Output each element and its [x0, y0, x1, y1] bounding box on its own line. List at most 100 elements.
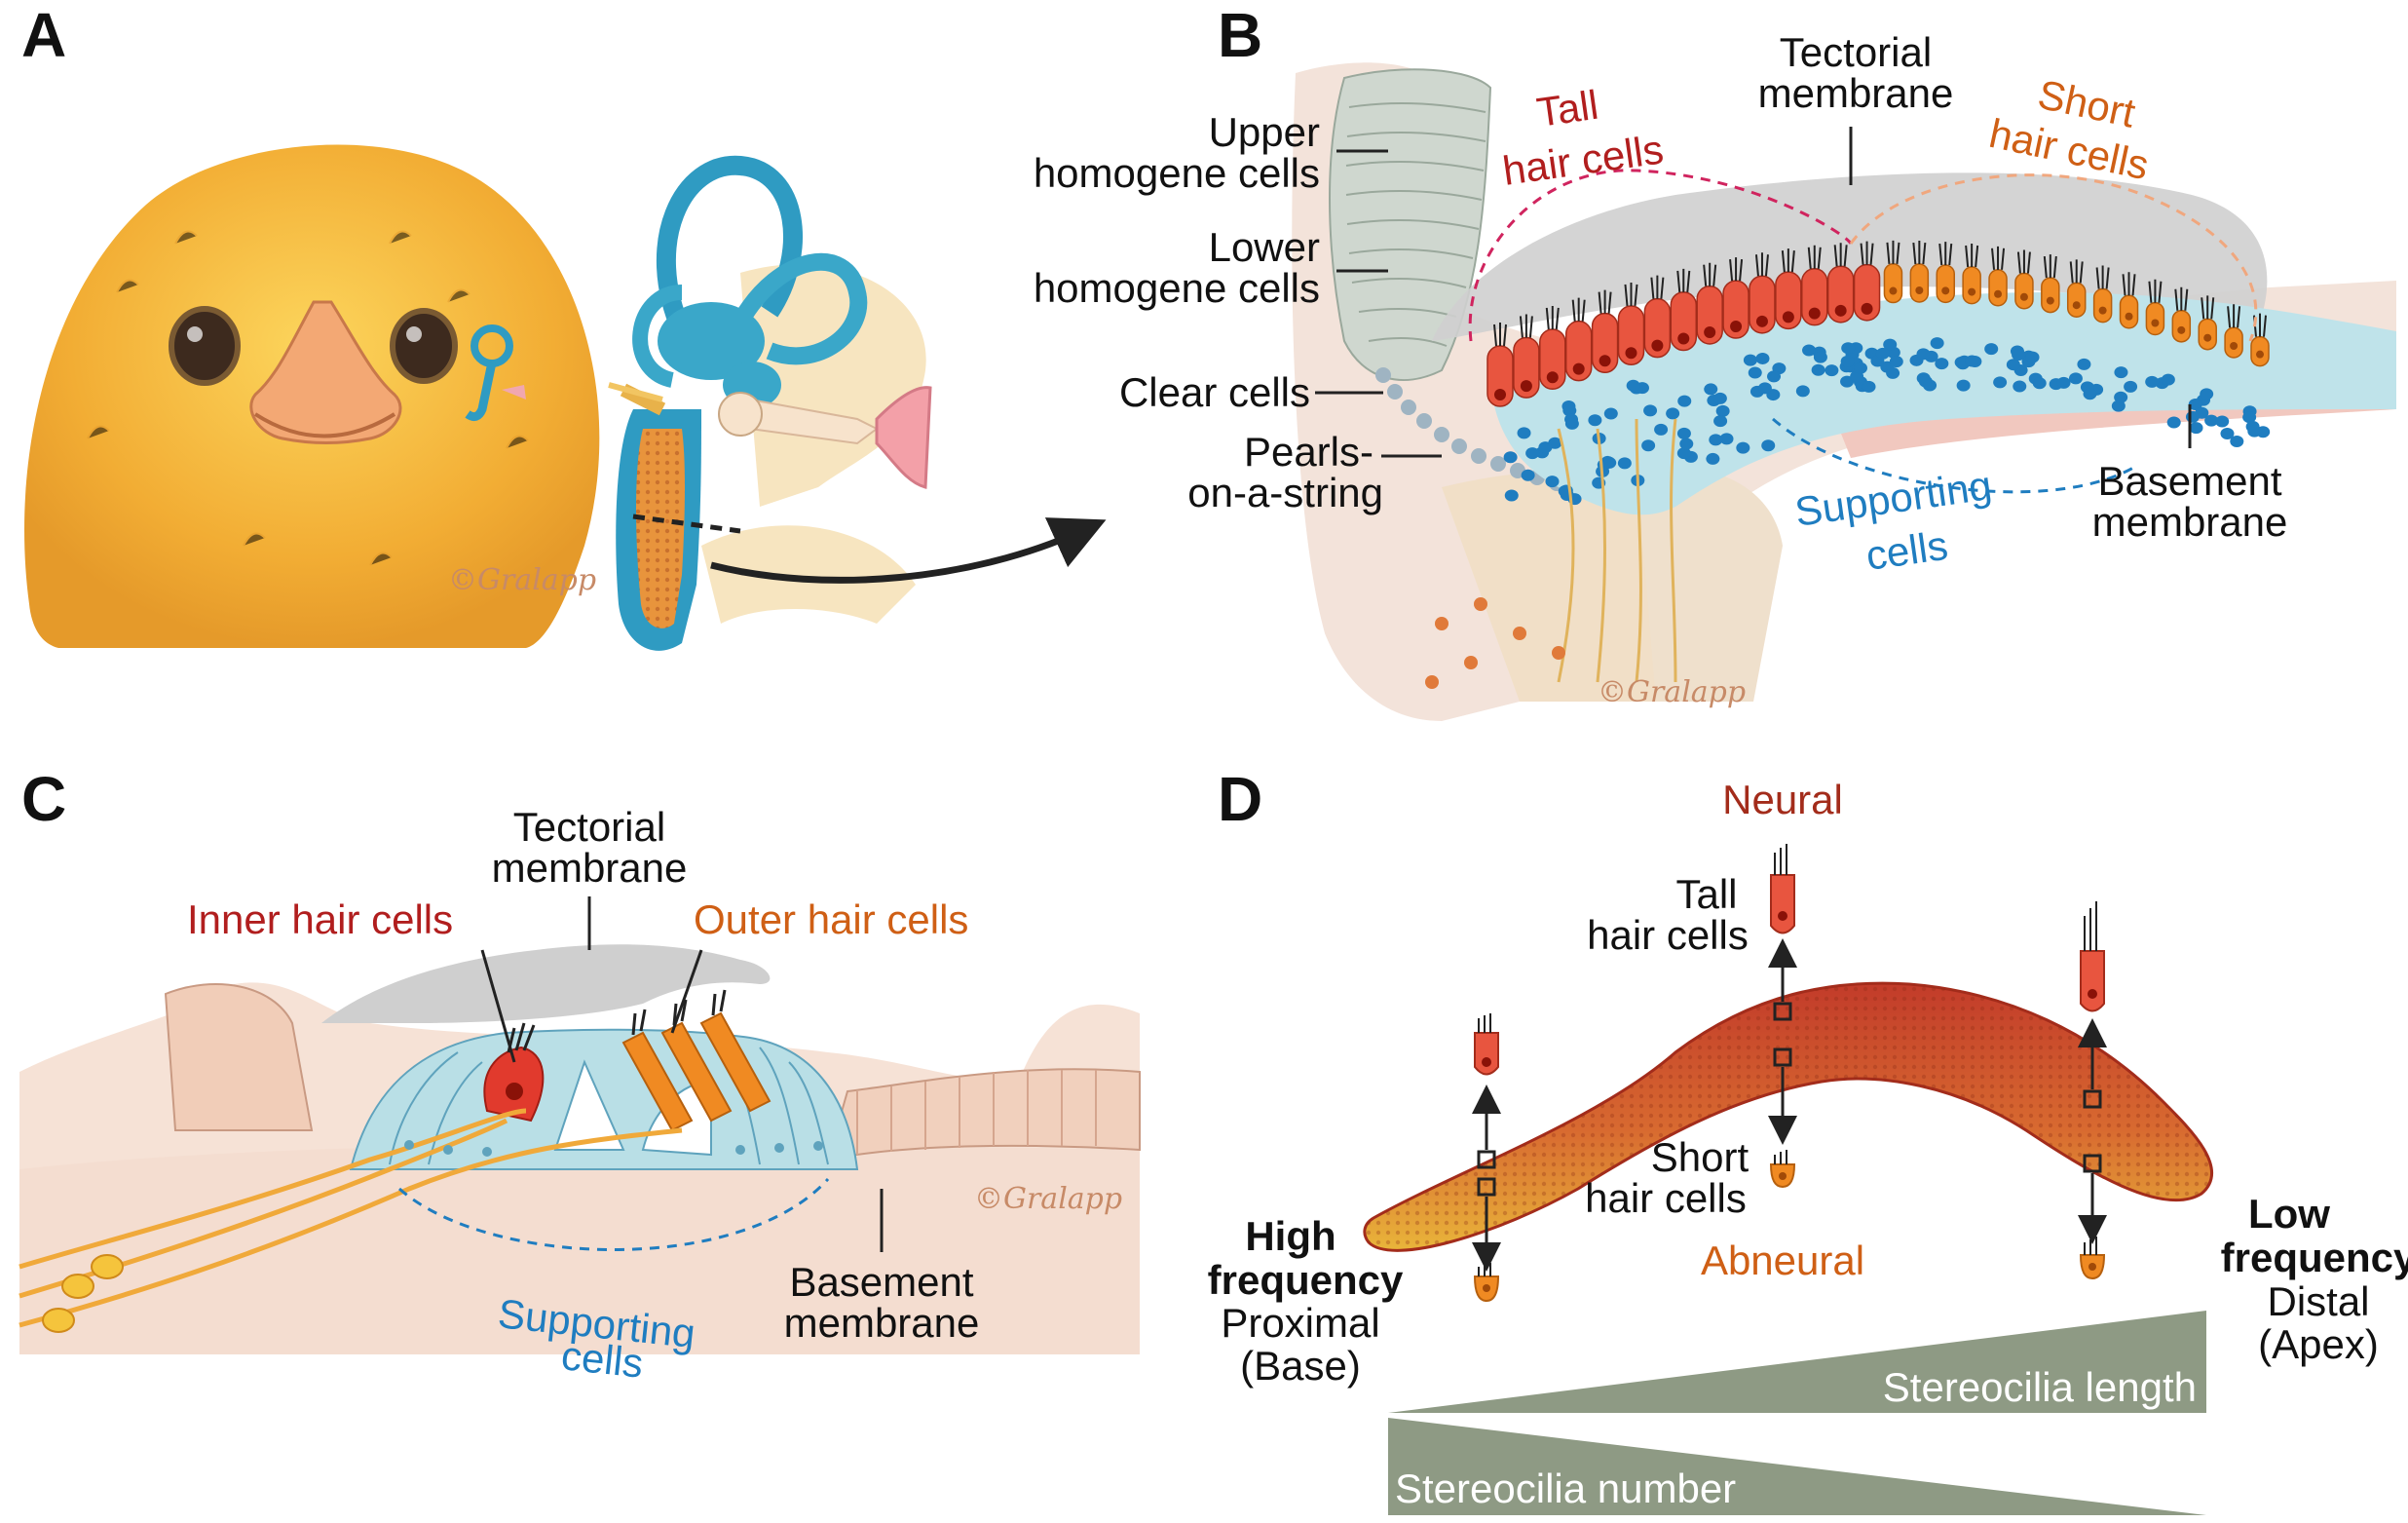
label-apex: (Apex) — [2258, 1321, 2379, 1367]
supporting-cell-nucleus — [2204, 414, 2219, 427]
short-hair-cell — [2014, 272, 2034, 310]
stereocilia-bundle — [1833, 243, 1848, 267]
stereocilia-bundle — [2227, 304, 2241, 328]
supporting-cell-nucleus — [1538, 441, 1553, 454]
supporting-cell-nucleus — [1841, 342, 1856, 355]
sample-markers — [1477, 1002, 2102, 1197]
label-high-1: High — [1245, 1213, 1336, 1259]
label-neural: Neural — [1722, 777, 1843, 822]
supporting-cell-nucleus — [1545, 476, 1560, 488]
hair-cell-nucleus — [1520, 380, 1532, 393]
hair-cell-nucleus — [2125, 312, 2133, 321]
tectorial-membrane-b — [1432, 172, 2268, 341]
panel-c: C — [19, 764, 1141, 1387]
stereocilia-bundle — [1650, 275, 1665, 299]
hair-cell-nucleus — [1651, 339, 1664, 352]
short-hair-cell — [1988, 269, 2008, 307]
supporting-cell-nucleus — [1840, 355, 1855, 367]
supporting-cell-nucleus — [1677, 395, 1692, 407]
supporting-cell-nucleus — [1993, 376, 2008, 389]
panel-b-signature: ©Gralapp — [1598, 675, 1746, 709]
hair-cell-nucleus — [1861, 302, 1873, 315]
hair-cell-nucleus — [2177, 325, 2186, 334]
supporting-cell-nucleus — [1923, 379, 1938, 392]
supporting-cell-nucleus — [1588, 414, 1602, 427]
supporting-cell-nucleus — [1517, 427, 1531, 439]
label-upper-homogene-2: homogene cells — [1034, 150, 1320, 196]
supporting-cell-nucleus — [2006, 359, 2020, 371]
hair-cell-nucleus — [2046, 296, 2054, 305]
supporting-cell-nucleus — [2013, 380, 2027, 393]
supporting-cell-nucleus — [2220, 427, 2235, 439]
label-stereocilia-number: Stereocilia number — [1395, 1466, 1736, 1511]
supporting-cell-nucleus — [1603, 407, 1618, 420]
label-low-1: Low — [2248, 1191, 2330, 1237]
label-lower-homogene-1: Lower — [1209, 224, 1320, 270]
hair-cell-nucleus — [1730, 321, 1743, 333]
supporting-cell-nucleus — [2025, 351, 2040, 363]
stereocilia-bundle — [1860, 241, 1874, 265]
supporting-cell-nucleus — [2215, 415, 2230, 428]
epithelial-cells-c — [856, 1070, 1097, 1155]
supporting-cell-nucleus — [1757, 382, 1772, 395]
stereocilia-length-wedge — [1388, 1311, 2206, 1413]
stereocilia-number-wedge — [1388, 1418, 2206, 1515]
short-hair-cell — [2092, 287, 2113, 324]
supporting-cell-nucleus — [1676, 427, 1691, 439]
supporting-cell-nucleus — [2077, 358, 2091, 370]
label-basement-c-1: Basement — [789, 1259, 973, 1305]
small-inner-ear-icon — [465, 324, 526, 422]
supporting-cell-nucleus — [1704, 383, 1718, 396]
supporting-cell-nucleus — [1521, 469, 1535, 481]
hair-cell-nucleus — [1755, 315, 1768, 327]
label-low-2: frequency — [2221, 1235, 2408, 1280]
chick-left-eye — [169, 306, 241, 386]
supporting-cell-nucleus — [1617, 457, 1632, 470]
supporting-cell-nucleus — [2012, 349, 2026, 362]
hair-cell-nucleus — [2151, 319, 2160, 327]
label-tall-d-1: Tall — [1675, 871, 1737, 917]
supporting-cell-nucleus — [1883, 338, 1898, 351]
stereocilia-bundle — [1886, 240, 1900, 264]
stereocilia-bundle — [2043, 254, 2057, 279]
supporting-cell-nucleus — [1813, 351, 1827, 363]
stereocilia-bundle — [1624, 282, 1638, 307]
hair-cell-nucleus — [2256, 350, 2264, 359]
hair-cell-nucleus — [1782, 311, 1794, 324]
stereocilia-bundle — [1545, 305, 1560, 330]
supporting-cell-nucleus — [1840, 375, 1855, 388]
supporting-cell-nucleus — [1875, 347, 1890, 360]
short-hair-cell — [2041, 277, 2060, 314]
supporting-cell-nucleus — [2124, 380, 2138, 393]
panel-d-letter: D — [1218, 764, 1262, 834]
supporting-cell-nucleus — [1706, 452, 1720, 465]
supporting-cell-nucleus — [1643, 404, 1658, 417]
supporting-cell-nucleus — [1755, 352, 1770, 364]
label-abneural: Abneural — [1701, 1237, 1864, 1283]
stereocilia-bundle — [1703, 262, 1717, 286]
supporting-cell-nucleus — [1930, 337, 1944, 350]
chick-right-eye — [390, 308, 458, 384]
supporting-cell-nucleus — [1825, 364, 1839, 377]
panel-b: B — [1034, 0, 2396, 722]
supporting-cell-nucleus — [1679, 438, 1694, 450]
short-hair-cell — [2066, 282, 2087, 318]
stereocilia-bundle — [1991, 246, 2006, 270]
label-proximal: Proximal — [1221, 1300, 1379, 1346]
supporting-cell-nucleus — [2056, 376, 2071, 389]
supporting-cell-nucleus — [2166, 416, 2181, 429]
supporting-cell-nucleus — [1802, 344, 1817, 357]
label-tectorial-c-2: membrane — [492, 845, 688, 891]
supporting-cell-nucleus — [1862, 380, 1876, 393]
supporting-cell-nucleus — [2083, 388, 2097, 400]
panel-d: D — [1208, 764, 2408, 1515]
supporting-cell-nucleus — [2188, 398, 2202, 410]
tall-hair-cell-icons — [1474, 844, 2105, 1076]
panel-b-letter: B — [1218, 0, 1262, 70]
label-basement-c-2: membrane — [784, 1300, 980, 1346]
supporting-cell-nucleus — [1564, 417, 1579, 430]
chick-feathers — [87, 230, 529, 566]
stereocilia-bundle — [2095, 265, 2110, 289]
label-tall-d-2: hair cells — [1587, 912, 1749, 958]
ganglion-cells-c — [42, 1254, 124, 1333]
